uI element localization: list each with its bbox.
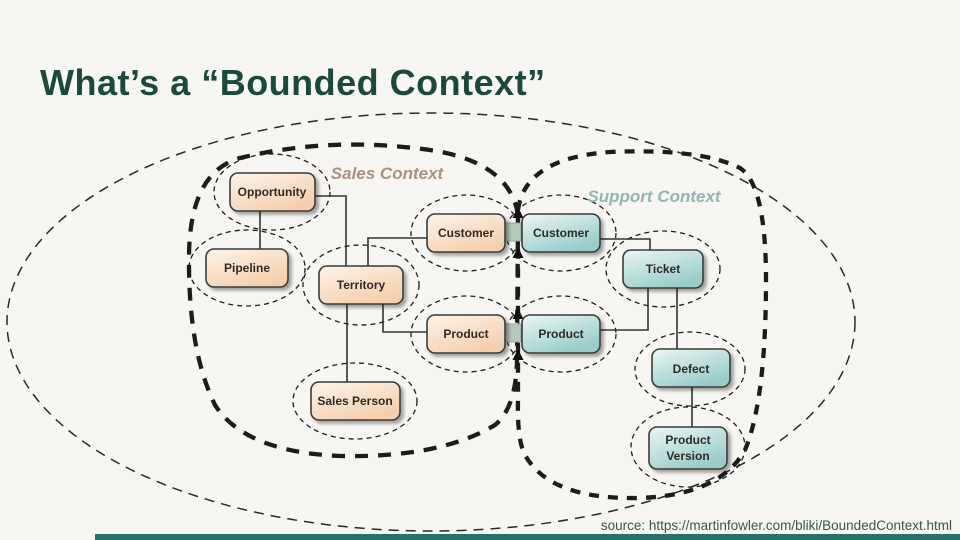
edge-customer-ticket: [600, 238, 651, 250]
sales-nodes: [205, 172, 506, 421]
node-label-territory: Territory: [337, 278, 386, 292]
node-label-ticket: Ticket: [646, 262, 680, 276]
node-label-product-version-line2: Version: [666, 449, 709, 463]
ellipse-product-version: [630, 406, 746, 488]
node-defect: [651, 348, 731, 388]
arrow-up-icon: [512, 207, 524, 218]
footer-accent-bar: [95, 534, 960, 540]
node-label-product-sales: Product: [443, 327, 488, 341]
boundary-arrows: [512, 207, 524, 360]
node-ticket: [622, 249, 704, 289]
ellipse-defect: [634, 331, 746, 407]
edge-product-ticket: [600, 288, 649, 331]
support-context-label: Support Context: [587, 187, 721, 206]
sales-context-boundary: [186, 142, 521, 459]
edges: [259, 195, 693, 427]
node-product-support: [521, 314, 601, 354]
support-context-boundary: [515, 149, 769, 501]
edge-territory-product: [382, 304, 427, 333]
arrow-up-icon: [512, 349, 524, 360]
node-label-customer-sales: Customer: [438, 226, 494, 240]
node-customer-support: [521, 213, 601, 253]
node-customer-sales: [426, 213, 506, 253]
sales-context-label: Sales Context: [331, 164, 445, 183]
customer-shared-connector: [503, 222, 522, 242]
edge-opportunity-territory: [315, 195, 347, 266]
node-product-sales: [426, 314, 506, 354]
node-label-sales-person: Sales Person: [317, 394, 392, 408]
ellipse-sales-person: [292, 362, 418, 440]
ellipse-pipeline: [188, 229, 306, 307]
edge-territory-customer: [367, 237, 427, 266]
node-pipeline: [205, 248, 289, 288]
node-sales-person: [310, 381, 401, 421]
node-label-product-version-line1: Product: [665, 433, 710, 447]
ellipse-territory: [302, 244, 420, 326]
node-label-product-support: Product: [538, 327, 583, 341]
arrow-up-icon: [512, 247, 524, 258]
outer-domain-ellipse: [6, 112, 856, 532]
ellipse-ticket: [605, 230, 721, 308]
ellipse-opportunity: [213, 153, 331, 231]
node-label-pipeline: Pipeline: [224, 261, 270, 275]
node-label-opportunity: Opportunity: [238, 185, 307, 199]
product-shared-connector: [503, 323, 522, 343]
arrow-up-icon: [512, 308, 524, 319]
node-territory: [318, 265, 404, 305]
page-title: What’s a “Bounded Context”: [40, 62, 546, 103]
node-label-customer-support: Customer: [533, 226, 589, 240]
node-product-version: [648, 426, 728, 470]
node-label-defect: Defect: [673, 362, 710, 376]
source-attribution: source: https://martinfowler.com/bliki/B…: [600, 518, 952, 533]
support-nodes: [521, 213, 731, 470]
node-opportunity: [229, 172, 316, 212]
